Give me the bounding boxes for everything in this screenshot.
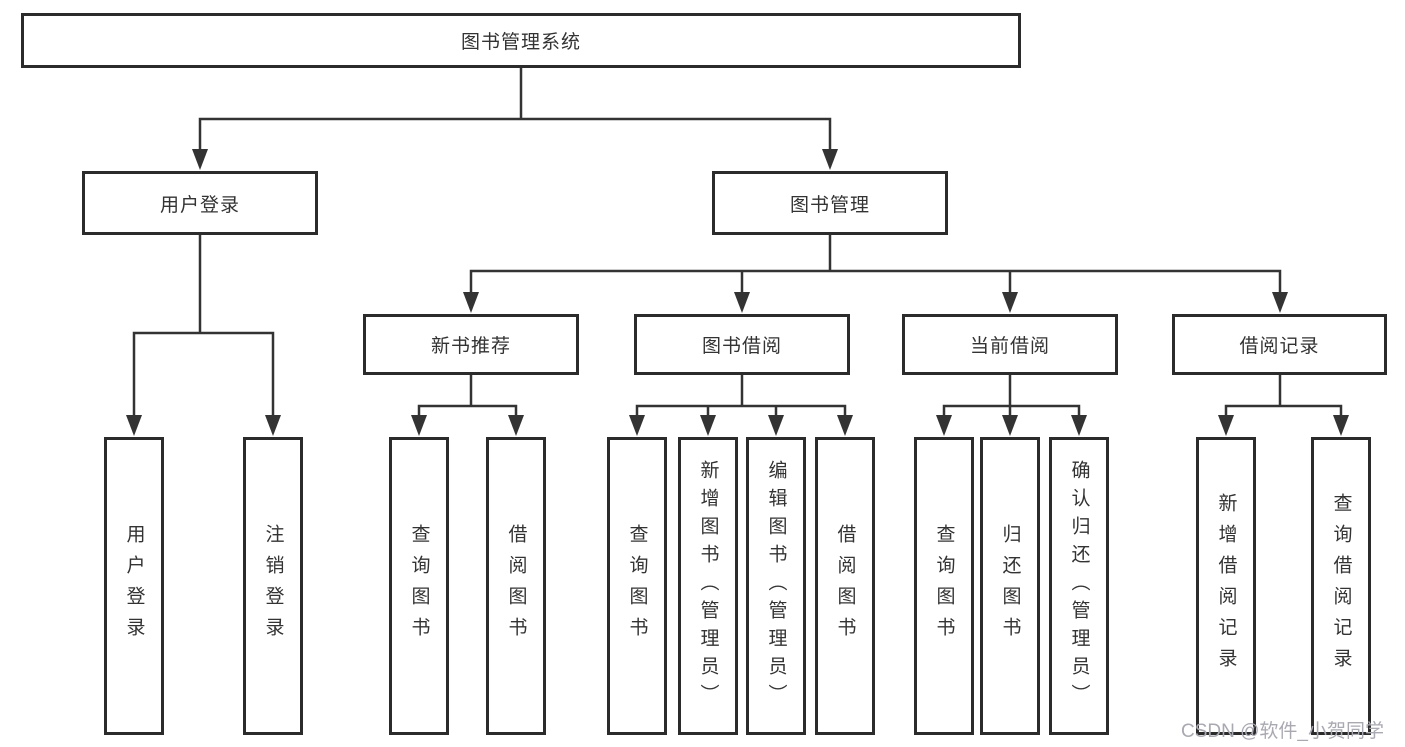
- edge-book-borrow-to-children: [635, 375, 847, 418]
- arrowhead: [508, 415, 524, 436]
- node-root-label: 图书管理系统: [460, 32, 581, 53]
- node-leaf-query-book-current: 查询图书: [914, 437, 974, 735]
- node-leaf-add-borrow-record: 新增借阅记录: [1196, 437, 1256, 735]
- node-leaf-confirm-return: 确认归还（管理员）: [1049, 437, 1109, 735]
- node-borrow-record: 借阅记录: [1172, 314, 1387, 375]
- arrowhead: [126, 415, 142, 436]
- arrowhead: [837, 415, 853, 436]
- edge-borrow-record-to-children: [1224, 375, 1343, 418]
- edge-root-to-children: [198, 68, 832, 152]
- arrowhead: [822, 149, 838, 170]
- node-leaf-query-book-new-label: 查询图书: [408, 524, 430, 648]
- node-user-login-label: 用户登录: [159, 194, 240, 216]
- node-leaf-add-book-label: 新增图书（管理员）: [697, 460, 719, 712]
- arrowhead: [1002, 292, 1018, 313]
- edge-user-login-to-children: [132, 235, 275, 418]
- node-leaf-confirm-return-label: 确认归还（管理员）: [1068, 460, 1090, 712]
- node-current-borrow: 当前借阅: [902, 314, 1118, 375]
- node-leaf-edit-book-label: 编辑图书（管理员）: [765, 460, 787, 712]
- node-leaf-borrow-book-new-label: 借阅图书: [505, 524, 527, 648]
- node-leaf-user-login-label: 用户登录: [123, 524, 145, 648]
- node-book-mgmt: 图书管理: [712, 171, 948, 235]
- node-leaf-user-login: 用户登录: [104, 437, 164, 735]
- node-root: 图书管理系统: [21, 13, 1021, 68]
- arrowhead: [1002, 415, 1018, 436]
- edge-current-borrow-to-children: [942, 375, 1081, 418]
- arrowhead: [768, 415, 784, 436]
- node-leaf-borrow-book-borrow: 借阅图书: [815, 437, 875, 735]
- node-leaf-query-book-new: 查询图书: [389, 437, 449, 735]
- node-leaf-borrow-book-borrow-label: 借阅图书: [834, 524, 856, 648]
- edge-new-book-rec-to-children: [417, 375, 518, 418]
- node-book-borrow-label: 图书借阅: [701, 336, 782, 357]
- node-leaf-return-book-label: 归还图书: [999, 524, 1021, 648]
- arrowhead: [411, 415, 427, 436]
- node-leaf-borrow-book-new: 借阅图书: [486, 437, 546, 735]
- arrowhead: [700, 415, 716, 436]
- node-leaf-query-book-borrow-label: 查询图书: [626, 524, 648, 648]
- arrowhead: [1071, 415, 1087, 436]
- node-borrow-record-label: 借阅记录: [1239, 336, 1320, 357]
- node-leaf-add-book: 新增图书（管理员）: [678, 437, 738, 735]
- node-leaf-logout: 注销登录: [243, 437, 303, 735]
- arrowhead: [734, 292, 750, 313]
- arrowhead: [192, 149, 208, 170]
- arrowhead: [1333, 415, 1349, 436]
- node-leaf-query-borrow-record: 查询借阅记录: [1311, 437, 1371, 735]
- node-book-mgmt-label: 图书管理: [789, 194, 870, 216]
- node-current-borrow-label: 当前借阅: [969, 336, 1050, 357]
- node-leaf-add-borrow-record-label: 新增借阅记录: [1215, 493, 1237, 679]
- node-leaf-query-book-borrow: 查询图书: [607, 437, 667, 735]
- node-leaf-query-borrow-record-label: 查询借阅记录: [1330, 493, 1352, 679]
- arrowhead: [1218, 415, 1234, 436]
- arrowhead: [936, 415, 952, 436]
- node-leaf-query-book-current-label: 查询图书: [933, 524, 955, 648]
- node-new-book-rec: 新书推荐: [363, 314, 579, 375]
- arrowhead: [463, 292, 479, 313]
- edge-book-mgmt-to-children: [469, 235, 1282, 295]
- node-leaf-logout-label: 注销登录: [262, 524, 284, 648]
- arrowhead: [629, 415, 645, 436]
- node-book-borrow: 图书借阅: [634, 314, 850, 375]
- node-leaf-return-book: 归还图书: [980, 437, 1040, 735]
- csdn-watermark: CSDN @软件_小贺同学: [1181, 721, 1384, 742]
- arrowhead: [1272, 292, 1288, 313]
- node-new-book-rec-label: 新书推荐: [430, 336, 511, 357]
- arrowhead: [265, 415, 281, 436]
- node-user-login: 用户登录: [82, 171, 318, 235]
- node-leaf-edit-book: 编辑图书（管理员）: [746, 437, 806, 735]
